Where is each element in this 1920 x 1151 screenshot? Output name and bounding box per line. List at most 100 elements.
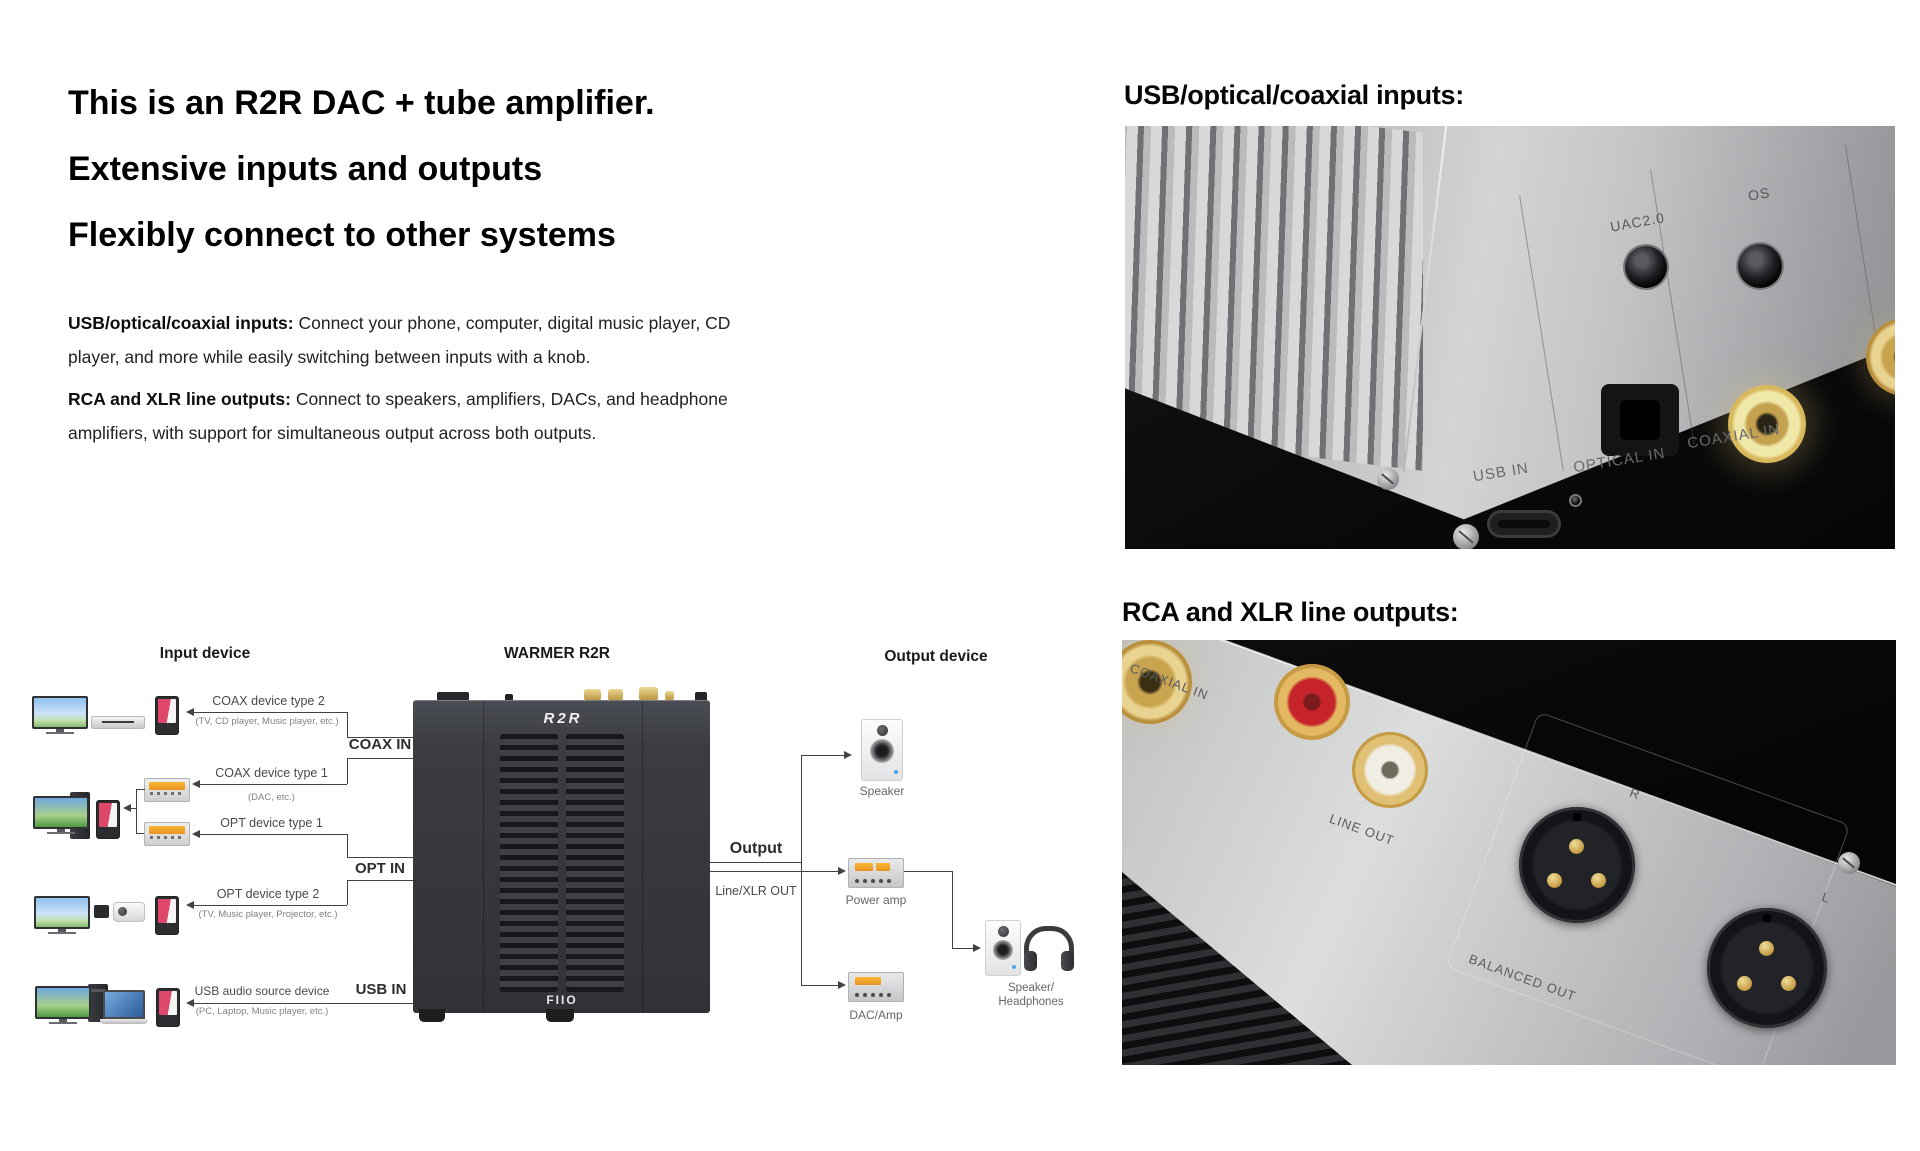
music-player-icon bbox=[155, 896, 179, 935]
r2r-logo: R2R bbox=[543, 710, 583, 727]
paragraph-inputs-line-2: player, and more while easily switching … bbox=[68, 347, 591, 367]
music-player-icon bbox=[156, 988, 180, 1027]
rca-jack-top bbox=[608, 689, 623, 701]
row-label: OPT device type 2 bbox=[216, 887, 320, 901]
row-sublabel: (TV, Music player, Projector, etc.) bbox=[198, 909, 338, 920]
uac-jack bbox=[1625, 246, 1667, 288]
diagram-output-column-header: Output device bbox=[884, 648, 988, 665]
rca-jack-top bbox=[639, 687, 658, 701]
diagram-device-header: WARMER R2R bbox=[504, 645, 610, 662]
paragraph-outputs-line-1: RCA and XLR line outputs: Connect to spe… bbox=[68, 382, 728, 416]
media-box-icon bbox=[94, 905, 109, 918]
xlr-left-connector bbox=[1707, 908, 1827, 1028]
arrowhead-right bbox=[838, 981, 850, 989]
line-out-rca-white bbox=[1352, 732, 1428, 808]
amp-top-tab bbox=[437, 692, 469, 701]
row-label: COAX device type 1 bbox=[215, 766, 328, 780]
row-sublabel: (TV, CD player, Music player, etc.) bbox=[195, 716, 339, 727]
vent-grille bbox=[500, 734, 558, 992]
laptop-icon bbox=[100, 990, 148, 1024]
projector-icon bbox=[113, 902, 145, 922]
intro-heading: This is an R2R DAC + tube amplifier. Ext… bbox=[68, 70, 655, 268]
dac-device-icon bbox=[144, 778, 190, 802]
section-title-inputs: USB/optical/coaxial inputs: bbox=[1124, 80, 1464, 110]
amp-foot bbox=[419, 1009, 445, 1022]
arrowhead-left bbox=[119, 804, 131, 812]
paragraph-inputs: USB/optical/coaxial inputs: Connect your… bbox=[68, 306, 730, 374]
rca-jack-top bbox=[584, 689, 601, 701]
tv-icon bbox=[32, 696, 88, 734]
paragraph-outputs-rest: Connect to speakers, amplifiers, DACs, a… bbox=[290, 389, 728, 409]
arrowhead-left bbox=[188, 780, 200, 788]
arrowhead-left bbox=[182, 901, 194, 909]
arrowhead-right bbox=[844, 751, 856, 759]
headphones-icon bbox=[1024, 926, 1074, 982]
power-amp-label: Power amp bbox=[845, 893, 907, 907]
vent-grille bbox=[566, 734, 624, 992]
dac-device-icon bbox=[144, 822, 190, 846]
rca-jack-top bbox=[665, 691, 674, 701]
fiio-logo: FIIO bbox=[546, 993, 578, 1007]
photo-usb-optical-coaxial-inputs: UAC2.0 OS USB IN OPTICAL IN COAXIAL IN bbox=[1125, 126, 1895, 549]
speaker-icon bbox=[985, 920, 1021, 976]
speaker-headphones-label: Speaker/ Headphones bbox=[983, 981, 1079, 1009]
pc-monitor-icon bbox=[33, 796, 89, 834]
panel-screw bbox=[1377, 468, 1399, 490]
pinhole bbox=[1571, 496, 1580, 505]
tv-icon bbox=[34, 896, 90, 934]
usb-c-port bbox=[1487, 510, 1561, 538]
coaxial-rca-jack bbox=[1728, 385, 1806, 463]
diagram-input-column-header: Input device bbox=[159, 645, 251, 662]
intro-heading-line-1: This is an R2R DAC + tube amplifier. bbox=[68, 84, 655, 122]
line-out-rca-red bbox=[1274, 664, 1350, 740]
amp-foot bbox=[546, 1009, 574, 1022]
panel-seam bbox=[483, 701, 484, 1013]
row-sublabel: (PC, Laptop, Music player, etc.) bbox=[195, 1006, 329, 1017]
paragraph-inputs-lead: USB/optical/coaxial inputs: bbox=[68, 313, 294, 333]
intro-heading-line-3: Flexibly connect to other systems bbox=[68, 216, 616, 254]
row-sublabel: (DAC, etc.) bbox=[248, 792, 295, 803]
pc-monitor-icon bbox=[35, 986, 91, 1024]
music-player-icon bbox=[96, 800, 120, 839]
photo-rca-xlr-outputs: COAXIAL IN LINE OUT R L BALANCED OUT bbox=[1122, 640, 1896, 1065]
output-label: Output bbox=[729, 840, 783, 857]
speaker-label: Speaker bbox=[859, 784, 905, 798]
paragraph-inputs-rest: Connect your phone, computer, digital mu… bbox=[293, 313, 731, 333]
opt-in-port-label: OPT IN bbox=[354, 860, 405, 877]
paragraph-outputs-line-2: amplifiers, with support for simultaneou… bbox=[68, 423, 597, 443]
section-title-outputs: RCA and XLR line outputs: bbox=[1122, 597, 1459, 627]
coax-in-port-label: COAX IN bbox=[348, 736, 412, 753]
dac-amp-label: DAC/Amp bbox=[849, 1008, 903, 1022]
power-amp-icon bbox=[848, 858, 904, 888]
vent-slats bbox=[1125, 126, 1423, 472]
arrowhead-left bbox=[182, 708, 194, 716]
corner-screw bbox=[1453, 524, 1479, 549]
speaker-headphones-label-line2: Headphones bbox=[998, 996, 1064, 1008]
arrowhead-left bbox=[188, 830, 200, 838]
coaxial-rca-jack bbox=[1122, 640, 1192, 724]
amp-top-nub bbox=[695, 692, 707, 701]
arrowhead-left bbox=[182, 999, 194, 1007]
arrowhead-right bbox=[838, 867, 850, 875]
panel-seam bbox=[642, 701, 643, 1013]
paragraph-outputs-lead: RCA and XLR line outputs: bbox=[68, 389, 291, 409]
speaker-icon bbox=[861, 719, 903, 781]
warmer-r2r-amplifier: R2R FIIO bbox=[413, 700, 710, 1022]
os-jack bbox=[1738, 244, 1782, 288]
row-label: OPT device type 1 bbox=[220, 816, 323, 830]
silver-rear-panel bbox=[1125, 126, 1895, 520]
paragraph-outputs: RCA and XLR line outputs: Connect to spe… bbox=[68, 382, 728, 450]
intro-heading-line-2: Extensive inputs and outputs bbox=[68, 150, 543, 188]
usb-in-port-label: USB IN bbox=[355, 981, 407, 998]
speaker-headphones-label-line1: Speaker/ bbox=[1007, 982, 1055, 994]
optical-port bbox=[1601, 384, 1679, 456]
xlr-right-connector bbox=[1519, 807, 1635, 923]
paragraph-inputs-line-1: USB/optical/coaxial inputs: Connect your… bbox=[68, 306, 730, 340]
amp-top-nub bbox=[505, 694, 513, 701]
arrowhead-right bbox=[973, 944, 985, 952]
row-label: USB audio source device bbox=[194, 984, 330, 998]
row-label: COAX device type 2 bbox=[212, 694, 325, 708]
line-xlr-out-label: Line/XLR OUT bbox=[715, 884, 797, 898]
panel-screw bbox=[1838, 852, 1860, 874]
